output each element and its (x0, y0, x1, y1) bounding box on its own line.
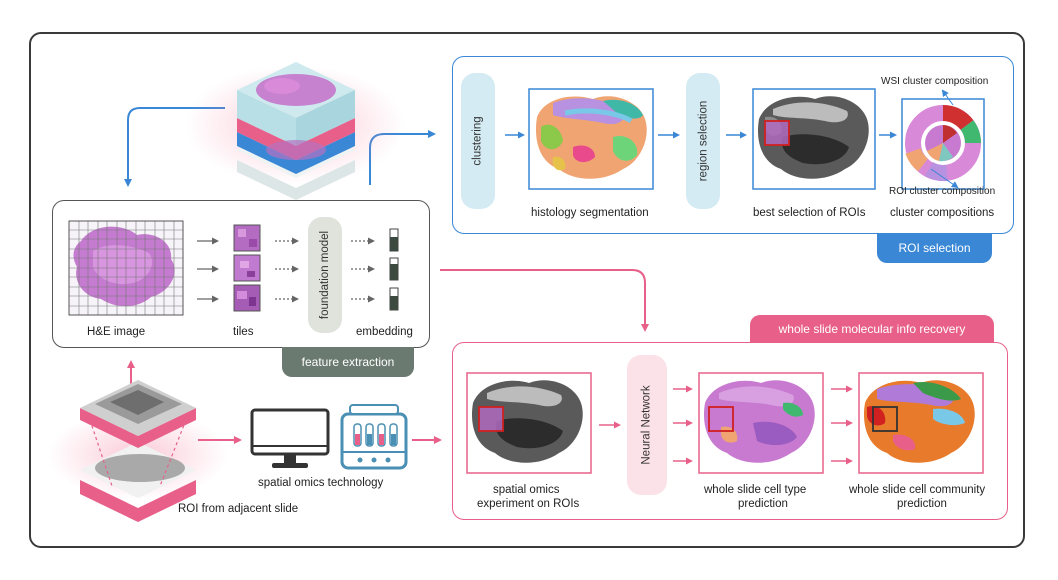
arrows-to-tiles (197, 237, 219, 303)
cell-type-label-2: prediction (738, 498, 788, 510)
feature-extraction-panel: foundation model H&E image tiles embeddi… (52, 200, 430, 348)
region-selection-label: region selection (697, 100, 709, 182)
slide-stack-bottom (48, 380, 228, 522)
omics-device-icon (340, 404, 408, 470)
roi-selection-graphics (505, 88, 985, 190)
cell-community-prediction-image (858, 372, 984, 474)
histology-segmentation-image (528, 88, 654, 190)
roi-slide-label: ROI from adjacent slide (178, 503, 299, 515)
cell-community-label-1: whole slide cell community (849, 484, 986, 496)
arrow-stack-to-features (124, 107, 225, 187)
roi-selection-panel: clustering region selection histology se… (452, 56, 1014, 234)
clustering-pill: clustering (461, 73, 495, 209)
tech-label: spatial omics technology (258, 477, 384, 489)
cell-type-label-1: whole slide cell type (704, 484, 807, 496)
cluster-compositions-label: cluster compositions (890, 207, 995, 219)
neural-network-pill: Neural Network (627, 355, 667, 495)
slide-stack-top (185, 62, 405, 200)
arrows-to-model (275, 237, 299, 303)
roi-composition-label: ROI cluster composition (889, 186, 996, 197)
recovery-tag: whole slide molecular info recovery (750, 315, 994, 343)
arrows-to-embedding (351, 237, 375, 303)
spatial-omics-label-1: spatial omics (493, 484, 560, 496)
best-selection-image (752, 88, 876, 190)
clustering-label: clustering (472, 116, 484, 166)
spatial-omics-image (466, 372, 592, 474)
foundation-model-label: foundation model (319, 230, 332, 320)
tiles (233, 224, 261, 312)
wsi-composition-label: WSI cluster composition (881, 76, 989, 87)
he-image-label: H&E image (87, 326, 146, 338)
monitor-icon (250, 408, 330, 468)
spatial-omics-label-2: experiment on ROIs (477, 498, 580, 510)
best-selection-label: best selection of ROIs (753, 207, 866, 219)
recovery-graphics (466, 372, 984, 474)
foundation-model-pill: foundation model (308, 217, 342, 333)
neural-network-label: Neural Network (641, 385, 653, 465)
embedding-label: embedding (356, 326, 413, 338)
feature-extraction-tag: feature extraction (282, 347, 414, 377)
cluster-composition-donut (901, 89, 985, 190)
he-image (68, 220, 184, 316)
outer-frame (29, 32, 1025, 548)
cell-community-label-2: prediction (897, 498, 947, 510)
arrow-features-to-recovery (440, 269, 649, 332)
roi-selection-tag: ROI selection (877, 233, 992, 263)
embedding-vectors (389, 228, 399, 311)
region-selection-pill: region selection (686, 73, 720, 209)
histology-segmentation-label: histology segmentation (531, 207, 649, 219)
tiles-label: tiles (233, 326, 254, 338)
recovery-panel: Neural Network spatial omics experiment … (452, 342, 1008, 520)
feature-extraction-graphics (68, 220, 399, 316)
cell-type-prediction-image (698, 372, 824, 474)
